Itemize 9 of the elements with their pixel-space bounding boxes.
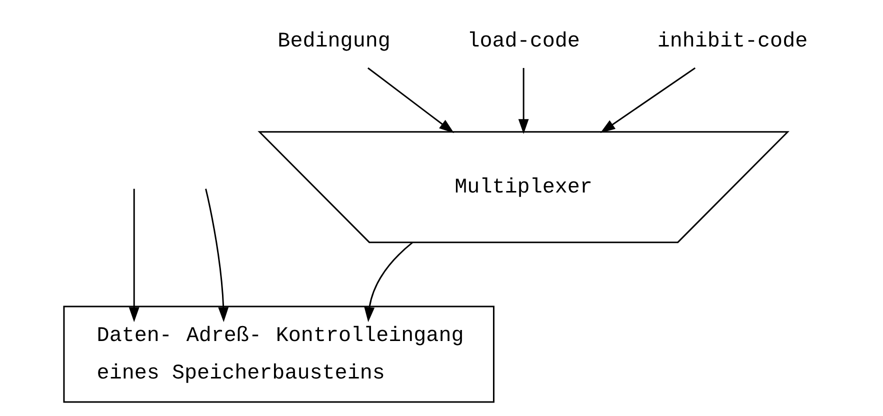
node-text: load-code — [467, 30, 580, 54]
node-text: inhibit-code — [657, 30, 808, 54]
arrow — [205, 188, 229, 322]
arrow — [128, 188, 140, 322]
arrow — [518, 68, 529, 134]
arrow — [368, 67, 454, 134]
arrow — [600, 67, 696, 134]
node-text: Bedingung — [278, 30, 390, 54]
arrow — [364, 242, 413, 322]
